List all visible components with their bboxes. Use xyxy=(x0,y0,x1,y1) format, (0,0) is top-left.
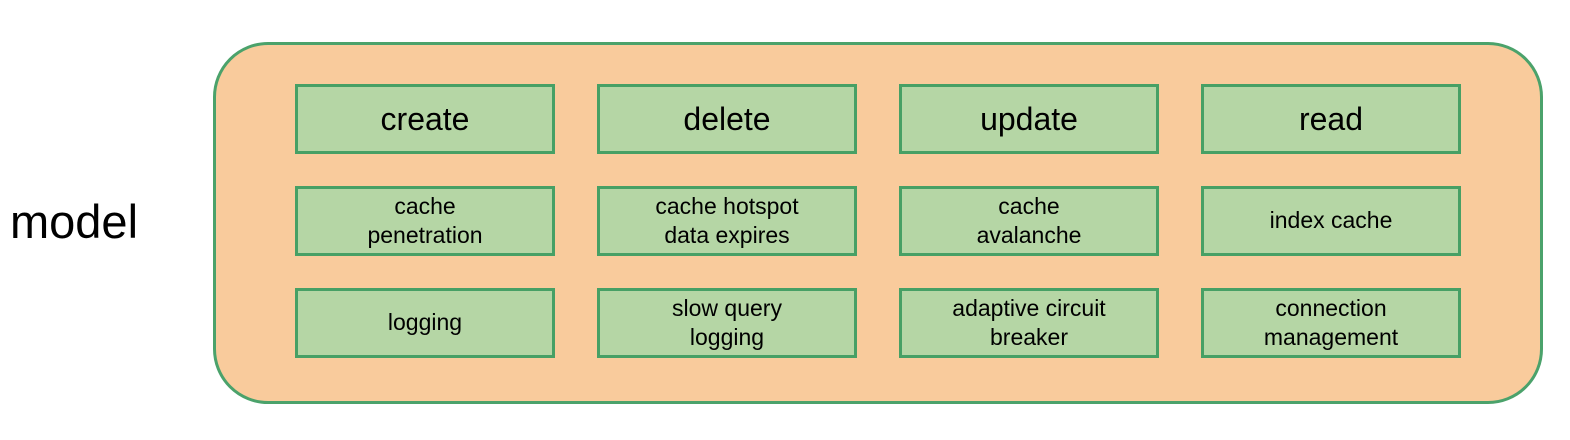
node-delete: delete xyxy=(597,84,857,154)
model-container: create delete update read cache penetrat… xyxy=(213,42,1543,404)
model-label: model xyxy=(10,195,139,248)
node-cache-penetration: cache penetration xyxy=(295,186,555,256)
node-create: create xyxy=(295,84,555,154)
node-cache-hotspot-data-expires: cache hotspot data expires xyxy=(597,186,857,256)
node-index-cache: index cache xyxy=(1201,186,1461,256)
node-adaptive-circuit-breaker: adaptive circuit breaker xyxy=(899,288,1159,358)
node-read: read xyxy=(1201,84,1461,154)
node-slow-query-logging: slow query logging xyxy=(597,288,857,358)
node-cache-avalanche: cache avalanche xyxy=(899,186,1159,256)
node-update: update xyxy=(899,84,1159,154)
node-connection-management: connection management xyxy=(1201,288,1461,358)
node-logging: logging xyxy=(295,288,555,358)
